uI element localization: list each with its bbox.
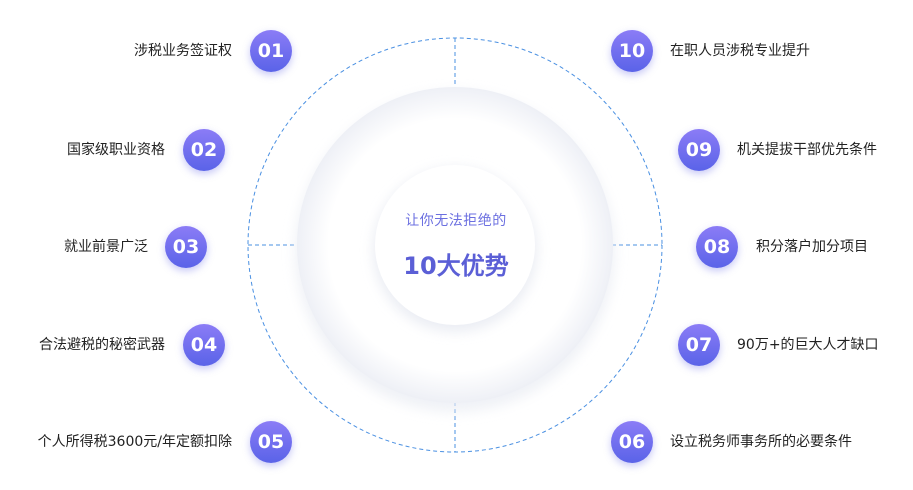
label-09: 机关提拔干部优先条件 [737, 142, 877, 158]
label-04: 合法避税的秘密武器 [39, 337, 165, 353]
label-05: 个人所得税3600元/年定额扣除 [37, 434, 232, 450]
label-06: 设立税务师事务所的必要条件 [670, 434, 852, 450]
label-10: 在职人员涉税专业提升 [670, 43, 810, 59]
badge-10: 10 [611, 30, 653, 72]
inner-circle [375, 165, 535, 325]
label-02: 国家级职业资格 [67, 142, 165, 158]
label-07: 90万+的巨大人才缺口 [737, 337, 879, 353]
center-title: 10大优势 [403, 252, 509, 280]
center-subtitle: 让你无法拒绝的 [405, 213, 507, 229]
label-01: 涉税业务签证权 [134, 43, 232, 59]
badge-01: 01 [250, 30, 292, 72]
badge-03: 03 [165, 226, 207, 268]
label-03: 就业前景广泛 [64, 239, 148, 255]
badge-02: 02 [183, 129, 225, 171]
badge-09: 09 [678, 129, 720, 171]
badge-06: 06 [611, 421, 653, 463]
label-08: 积分落户加分项目 [756, 239, 868, 255]
badge-04: 04 [183, 324, 225, 366]
badge-07: 07 [678, 324, 720, 366]
badge-08: 08 [696, 226, 738, 268]
badge-05: 05 [250, 421, 292, 463]
